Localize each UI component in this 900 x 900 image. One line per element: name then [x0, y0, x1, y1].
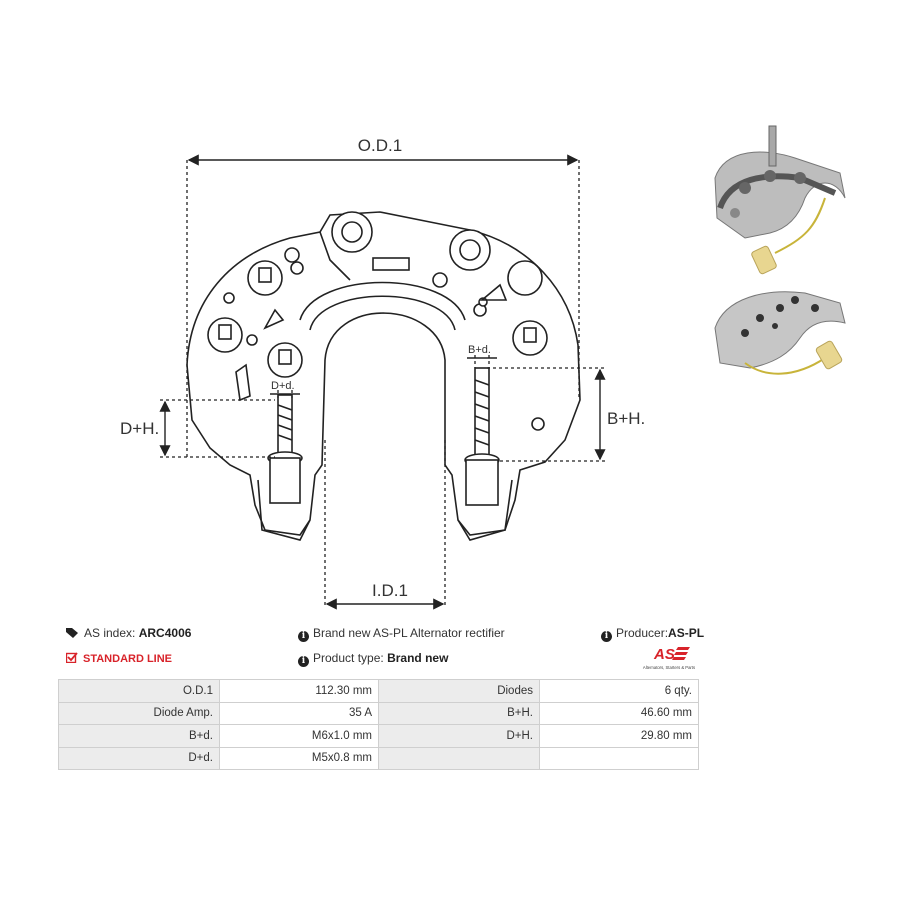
logo-text: AS	[653, 646, 675, 663]
spec-value: M5x0.8 mm	[219, 746, 379, 770]
standard-line-label: STANDARD LINE	[83, 653, 173, 665]
spec-value: 35 A	[219, 701, 379, 725]
spec-label	[378, 746, 540, 770]
rectifier-outline	[186, 211, 581, 541]
table-row: Diode Amp. 35 A B+H. 46.60 mm	[58, 701, 699, 725]
spec-label: O.D.1	[58, 679, 220, 703]
info-icon: i	[298, 631, 309, 642]
producer-value: AS-PL	[668, 626, 705, 640]
description-line: i Brand new AS-PL Alternator rectifier	[298, 626, 505, 642]
technical-drawing: O.D.1 I.D.1 D+H. B+H. D+d. B+d.	[120, 136, 645, 610]
dd-label: D+d.	[271, 380, 295, 392]
as-pl-logo: AS Alternators, Starters & Parts	[643, 646, 695, 670]
standard-line: STANDARD LINE	[66, 651, 172, 665]
as-index-label: AS index:	[84, 626, 136, 640]
dimension-guides	[160, 160, 605, 605]
spec-value: 29.80 mm	[539, 724, 699, 748]
product-type-value: Brand new	[387, 651, 449, 665]
product-photo-bottom	[714, 291, 846, 375]
producer-line: i Producer:AS-PL	[601, 626, 704, 642]
spec-value: 112.30 mm	[219, 679, 379, 703]
spec-value: 46.60 mm	[539, 701, 699, 725]
dh-label: D+H.	[120, 419, 159, 438]
spec-label: D+d.	[58, 746, 220, 770]
spec-label: B+H.	[378, 701, 540, 725]
bh-label: B+H.	[607, 409, 645, 428]
product-type-line: i Product type: Brand new	[298, 651, 448, 667]
spec-label: B+d.	[58, 724, 220, 748]
product-photo-top	[714, 125, 846, 275]
as-index: AS index: ARC4006	[66, 626, 191, 640]
table-row: D+d. M5x0.8 mm	[58, 746, 699, 770]
table-row: B+d. M6x1.0 mm D+H. 29.80 mm	[58, 724, 699, 748]
bd-label: B+d.	[468, 344, 491, 356]
table-row: O.D.1 112.30 mm Diodes 6 qty.	[58, 679, 699, 703]
info-icon: i	[601, 631, 612, 642]
id-label: I.D.1	[372, 581, 408, 600]
check-square-icon	[66, 652, 78, 663]
description-text: Brand new AS-PL Alternator rectifier	[313, 626, 505, 640]
spec-label: Diode Amp.	[58, 701, 220, 725]
spec-value	[539, 746, 699, 770]
logo-tagline: Alternators, Starters & Parts	[643, 665, 695, 670]
product-type-label: Product type:	[313, 651, 384, 665]
od-label: O.D.1	[358, 136, 402, 155]
spec-label: Diodes	[378, 679, 540, 703]
tags-icon	[66, 628, 78, 638]
as-index-value: ARC4006	[138, 626, 192, 640]
spec-value: 6 qty.	[539, 679, 699, 703]
spec-label: D+H.	[378, 724, 540, 748]
spec-table: O.D.1 112.30 mm Diodes 6 qty. Diode Amp.…	[58, 679, 699, 770]
spec-value: M6x1.0 mm	[219, 724, 379, 748]
producer-label: Producer:	[616, 626, 669, 640]
info-icon: i	[298, 656, 309, 667]
